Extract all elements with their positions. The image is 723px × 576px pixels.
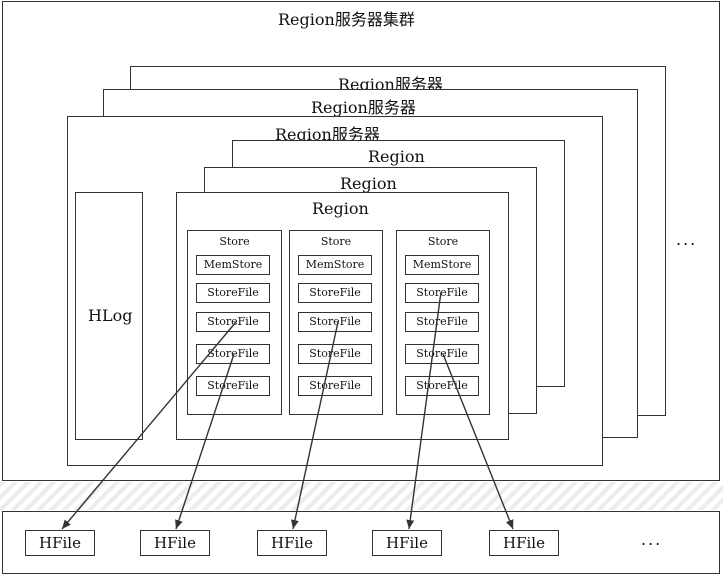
- arrow-store3-to-hfile4: [406, 291, 442, 530]
- store-3-memstore: MemStore: [405, 255, 479, 275]
- store-1-memstore: MemStore: [196, 255, 270, 275]
- hfile-3: HFile: [257, 530, 327, 556]
- hfile-container: [2, 511, 720, 574]
- region-front-title: Region: [312, 199, 369, 218]
- region-server-middle-title: Region服务器: [311, 98, 416, 117]
- region-middle-title: Region: [340, 174, 397, 193]
- arrow-store1-to-hfile2: [175, 353, 235, 530]
- store-3-storefile-2: StoreFile: [405, 312, 479, 332]
- more-hfiles-ellipsis: ...: [641, 530, 663, 549]
- region-server-front-title: Region服务器: [275, 125, 380, 144]
- store-1-storefile-2: StoreFile: [196, 312, 270, 332]
- hfile-2: HFile: [140, 530, 210, 556]
- store-3-storefile-1: StoreFile: [405, 283, 479, 303]
- store-3-storefile-3: StoreFile: [405, 344, 479, 364]
- store-2-storefile-2: StoreFile: [298, 312, 372, 332]
- store-2-storefile-4: StoreFile: [298, 376, 372, 396]
- separator-band: [0, 482, 723, 510]
- store-1-title: Store: [219, 235, 250, 248]
- hfile-4: HFile: [372, 530, 442, 556]
- store-2-title: Store: [320, 235, 352, 248]
- store-3-title: Store: [427, 235, 459, 248]
- more-servers-ellipsis: ...: [676, 230, 698, 249]
- store-1-storefile-1: StoreFile: [196, 283, 270, 303]
- arrow-store3-to-hfile5: [442, 353, 514, 530]
- arrow-store1-to-hfile1: [61, 321, 237, 530]
- store-2-storefile-3: StoreFile: [298, 344, 372, 364]
- hfile-1: HFile: [25, 530, 95, 556]
- store-1-storefile-3: StoreFile: [196, 344, 270, 364]
- hfile-5: HFile: [489, 530, 559, 556]
- arrow-store2-to-hfile3: [291, 321, 339, 530]
- region-back-title: Region: [368, 147, 425, 166]
- store-2-storefile-1: StoreFile: [298, 283, 372, 303]
- hlog-label: HLog: [88, 306, 133, 325]
- store-1-storefile-4: StoreFile: [196, 376, 270, 396]
- cluster-title: Region服务器集群: [278, 10, 415, 29]
- store-2-memstore: MemStore: [298, 255, 372, 275]
- hlog-box: [75, 192, 143, 440]
